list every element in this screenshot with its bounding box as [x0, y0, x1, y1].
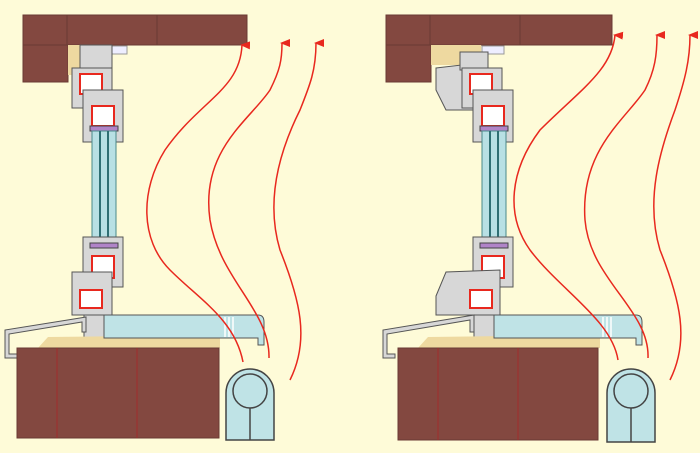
right-window-detail — [382, 14, 699, 443]
airflow-arrow-icon — [207, 39, 291, 359]
trim-strip — [481, 45, 505, 55]
wall-masonry — [16, 347, 220, 439]
radiator-icon — [606, 368, 656, 443]
window-frame-top — [435, 51, 514, 143]
external-drip-sill — [4, 316, 87, 359]
lintel-masonry — [385, 14, 613, 83]
left-window-detail — [4, 14, 325, 441]
airflow-arrow-icon — [513, 31, 624, 361]
airflow-arrows — [146, 39, 325, 381]
airflow-arrow-icon — [273, 39, 325, 381]
lintel-masonry — [22, 14, 248, 83]
airflow-arrow-icon — [653, 31, 699, 381]
glazing-unit — [91, 130, 117, 242]
glazing-unit — [481, 130, 507, 242]
airflow-arrows — [513, 31, 699, 381]
interior-window-sill — [493, 314, 643, 346]
window-frame-bottom — [71, 236, 124, 348]
airflow-arrow-icon — [583, 31, 666, 359]
wall-masonry — [397, 347, 599, 441]
window-frame-top — [71, 44, 124, 143]
sill-marks — [224, 317, 234, 337]
radiator-icon — [225, 368, 275, 441]
airflow-arrow-icon — [146, 41, 251, 363]
window-frame-bottom — [435, 236, 514, 348]
external-drip-sill — [382, 314, 475, 359]
